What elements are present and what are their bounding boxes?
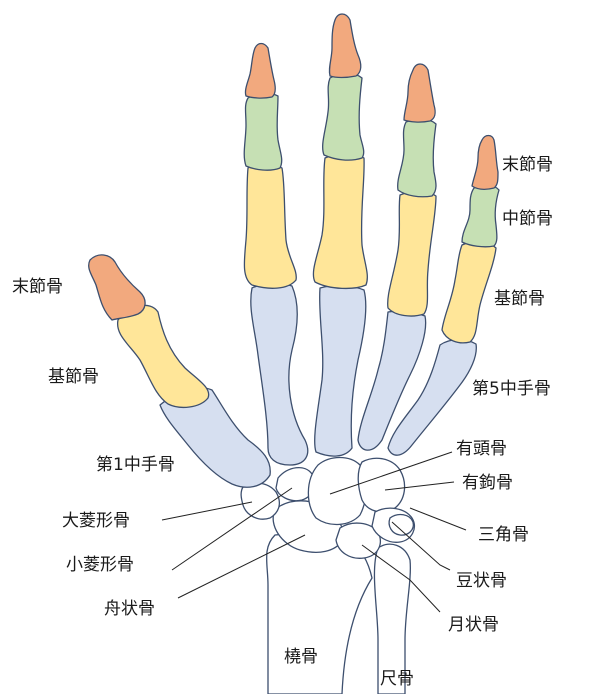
middle-distal-phalanx [328, 13, 362, 79]
ulna-bone [373, 543, 412, 694]
label-ulna: 尺骨 [380, 669, 414, 689]
label-little-proximal-phalanx: 基節骨 [494, 289, 545, 309]
label-first-metacarpal: 第1中手骨 [96, 455, 175, 475]
leader-hamate [384, 481, 455, 491]
leader-trapezoid [171, 487, 293, 571]
thumb-proximal-phalanx [117, 304, 210, 409]
label-little-distal-phalanx: 末節骨 [502, 155, 553, 175]
label-capitate: 有頭骨 [456, 439, 507, 459]
leader-triquetrum [409, 507, 467, 531]
third-metacarpal-bone [314, 284, 367, 457]
second-metacarpal-bone [250, 282, 309, 466]
pisiform-bone [388, 513, 414, 536]
label-scaphoid: 舟状骨 [104, 599, 155, 619]
label-trapezoid: 小菱形骨 [66, 555, 134, 575]
trapezium-bone [240, 482, 281, 520]
label-hamate: 有鉤骨 [462, 473, 513, 493]
fourth-metacarpal-bone [357, 310, 427, 451]
lunate-bone [335, 522, 381, 559]
label-lunate: 月状骨 [448, 615, 499, 635]
label-fifth-metacarpal: 第5中手骨 [472, 379, 551, 399]
ring-middle-phalanx [397, 118, 437, 198]
leader-pisiform [391, 521, 451, 571]
label-thumb-proximal-phalanx: 基節骨 [48, 367, 99, 387]
little-distal-phalanx [471, 134, 499, 190]
first-metacarpal-bone [159, 387, 271, 488]
leader-scaphoid [177, 534, 306, 599]
hamate-bone [357, 457, 406, 513]
middle-middle-phalanx [322, 72, 365, 161]
index-distal-phalanx [244, 42, 276, 99]
little-middle-phalanx [461, 184, 500, 248]
label-pisiform: 豆状骨 [456, 571, 507, 591]
leader-trapezium [161, 501, 253, 521]
capitate-bone [307, 456, 367, 526]
index-proximal-phalanx [243, 162, 297, 289]
middle-proximal-phalanx [312, 152, 368, 290]
ring-distal-phalanx [403, 63, 436, 123]
little-proximal-phalanx [441, 240, 497, 344]
ring-proximal-phalanx [387, 190, 437, 317]
label-thumb-distal-phalanx: 末節骨 [12, 277, 63, 297]
fifth-metacarpal-bone [387, 338, 477, 456]
label-radius: 橈骨 [284, 647, 318, 667]
thumb-distal-phalanx [88, 254, 146, 321]
label-little-middle-phalanx: 中節骨 [502, 209, 553, 229]
leader-capitate [329, 451, 453, 495]
leader-lunate [361, 544, 441, 613]
label-trapezium: 大菱形骨 [62, 511, 130, 531]
index-middle-phalanx [243, 92, 283, 171]
label-triquetrum: 三角骨 [478, 525, 529, 545]
